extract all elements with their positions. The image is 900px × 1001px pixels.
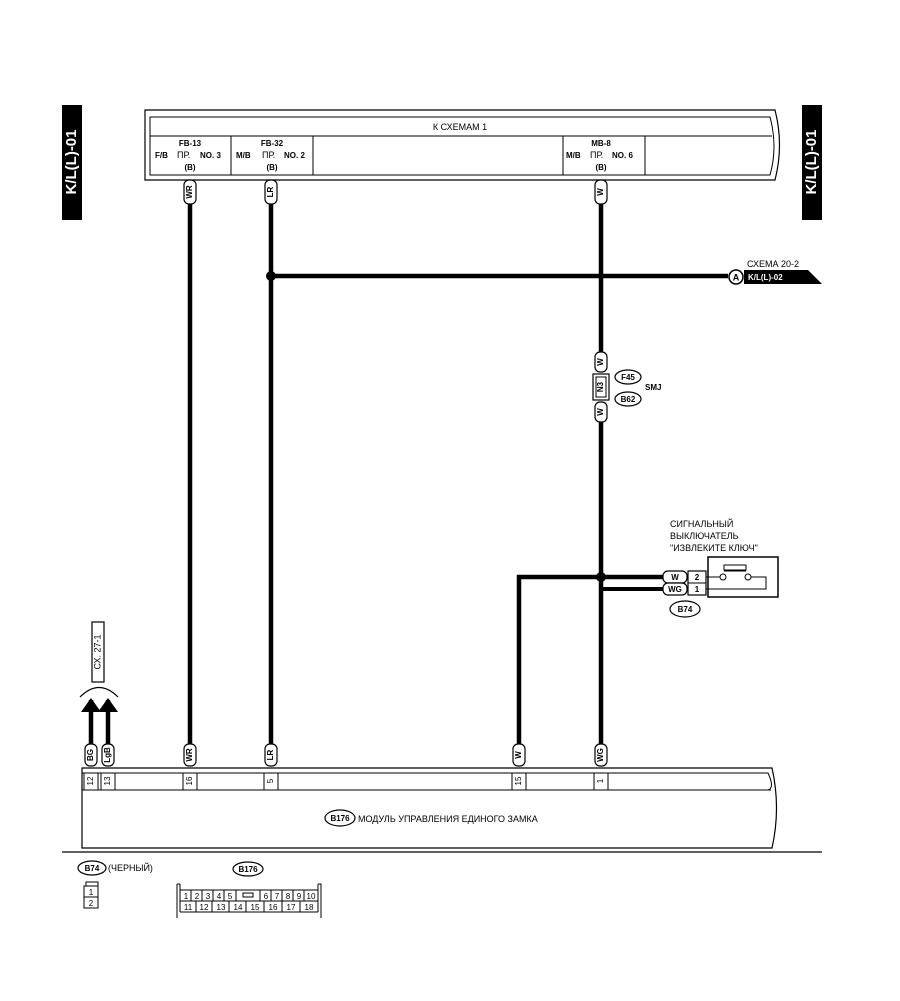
- legend-b176-cell: 4: [217, 892, 222, 901]
- smj-name: SMJ: [645, 383, 661, 392]
- wire-label-lr-top: LR: [266, 186, 275, 197]
- legend-b176-cell: 14: [234, 903, 243, 912]
- module-wire-w: W: [514, 751, 523, 759]
- connector-fb32-id: FB-32: [261, 139, 284, 148]
- module-connector-id: B176: [330, 814, 350, 823]
- switch-wire-w: W: [671, 573, 679, 582]
- lock-control-module: 12 13 16 5 15 1 B176 МОДУЛЬ УПРАВЛЕНИЯ Е…: [81, 767, 778, 849]
- legend-b74-pin-2: 2: [89, 899, 94, 908]
- switch-connector-id: B74: [678, 605, 693, 614]
- module-name: МОДУЛЬ УПРАВЛЕНИЯ ЕДИНОГО ЗАМКА: [358, 814, 538, 824]
- module-wire-lr: LR: [266, 749, 275, 760]
- connector-mb8-pr: ПР.: [590, 150, 603, 160]
- module-pin-12: 12: [86, 776, 95, 785]
- cross-reference: СХ. 27-1: [79, 621, 119, 698]
- legend-b176-cell: 12: [200, 903, 209, 912]
- smj-label-f45: F45: [621, 373, 635, 382]
- legend-b176-cell: 18: [305, 903, 314, 912]
- smj-pin: N3: [596, 381, 605, 392]
- top-block-title: К СХЕМАМ 1: [433, 122, 487, 132]
- legend-b176-cell: 17: [287, 903, 296, 912]
- smj-connector: W N3 W F45 B62 SMJ: [592, 351, 661, 423]
- wire-label-w-top: W: [596, 188, 605, 196]
- key-warning-switch: СИГНАЛЬНЫЙ ВЫКЛЮЧАТЕЛЬ "ИЗВЛЕКИТЕ КЛЮЧ" …: [662, 518, 779, 618]
- module-pin-5: 5: [266, 778, 275, 783]
- connector-fb13-pr: ПР.: [177, 150, 190, 160]
- legend-b176-cell: 7: [275, 892, 280, 901]
- wire-wg-to-module: [599, 587, 663, 748]
- arrow-up-icon: [81, 698, 101, 712]
- module-wire-bg: BG: [86, 749, 95, 761]
- legend-b176-row1: 1 2 3 4 5 6 7 8 9 10: [184, 892, 316, 901]
- connector-fb13-prefix: F/B: [155, 151, 168, 160]
- legend-b176-row2: 11 12 13 14 15 16 17 18: [184, 903, 314, 912]
- legend-b176-cell: 10: [307, 892, 316, 901]
- page-id-tag-left: K/L(L)-01: [62, 105, 82, 220]
- legend-b74-id: B74: [85, 864, 100, 873]
- switch-pin-2: 2: [695, 573, 700, 582]
- switch-title-2: ВЫКЛЮЧАТЕЛЬ: [670, 531, 739, 541]
- wires: [81, 200, 728, 748]
- smj-bottom-wire: W: [596, 408, 605, 416]
- connector-legend: B74 (ЧЕРНЫЙ) 1 2 B176 1 2 3 4 5 6 7 8 9 …: [77, 860, 322, 918]
- reference-a: A K/L(L)-02 СХЕМА 20-2: [728, 259, 822, 285]
- switch-wire-wg: WG: [668, 585, 682, 594]
- module-wire-wg: WG: [596, 748, 605, 762]
- splice-dot-w: [596, 572, 606, 582]
- connector-mb8-sub: (B): [595, 163, 606, 172]
- connector-fb13-id: FB-13: [179, 139, 202, 148]
- reference-a-scheme: СХЕМА 20-2: [747, 259, 799, 269]
- reference-a-code: K/L(L)-02: [748, 273, 783, 282]
- module-pin-16: 16: [185, 776, 194, 785]
- module-pin-13: 13: [103, 776, 112, 785]
- module-wire-wr: WR: [185, 748, 194, 762]
- connector-fb13-no: NO. 3: [200, 151, 221, 160]
- connector-fb32-no: NO. 2: [284, 151, 305, 160]
- smj-label-b62: B62: [621, 395, 636, 404]
- legend-b176-cell: 8: [286, 892, 291, 901]
- legend-b176-cell: 6: [264, 892, 269, 901]
- legend-b176-cell: 5: [228, 892, 233, 901]
- legend-b176-cell: 11: [184, 903, 193, 912]
- legend-b74-pin-1: 1: [89, 888, 94, 897]
- smj-top-wire: W: [596, 358, 605, 366]
- page-id-left: K/L(L)-01: [63, 130, 80, 195]
- cross-reference-label: СХ. 27-1: [92, 634, 102, 669]
- legend-b176-cell: 1: [184, 892, 189, 901]
- connector-mb8-prefix: M/B: [566, 151, 581, 160]
- module-wire-lgb: LgB: [103, 747, 112, 763]
- connector-mb8-no: NO. 6: [612, 151, 633, 160]
- legend-b176-cell: 9: [297, 892, 302, 901]
- legend-b176-row1-dividers: [190, 890, 305, 901]
- connector-fb32-sub: (B): [266, 163, 277, 172]
- arrow-up-icon: [98, 698, 118, 712]
- legend-b176-id: B176: [238, 865, 258, 874]
- switch-title-1: СИГНАЛЬНЫЙ: [670, 518, 733, 529]
- connector-fb32-prefix: M/B: [236, 151, 251, 160]
- legend-b176-cell: 3: [206, 892, 211, 901]
- module-pin-1: 1: [596, 778, 605, 783]
- legend-b176-row2-dividers: [195, 901, 301, 912]
- page-id-tag-right: K/L(L)-01: [802, 105, 822, 220]
- legend-b74-color: (ЧЕРНЫЙ): [108, 862, 153, 873]
- connector-mb8-id: MB-8: [591, 139, 611, 148]
- legend-b176-cell: 2: [195, 892, 200, 901]
- wire-w-to-module: [516, 574, 663, 748]
- switch-title-3: "ИЗВЛЕКИТЕ КЛЮЧ": [670, 543, 758, 553]
- module-wire-labels: BG LgB WR LR W WG: [84, 743, 608, 767]
- reference-a-letter: A: [733, 272, 740, 282]
- module-pin-15: 15: [514, 776, 523, 785]
- switch-pin-1: 1: [695, 585, 700, 594]
- top-wire-labels: WR LR W: [183, 179, 608, 205]
- page-id-right: K/L(L)-01: [803, 130, 820, 195]
- top-connector-block: К СХЕМАМ 1 FB-13 F/B ПР. NO. 3 (B) FB-32…: [144, 109, 781, 181]
- splice-dot-lr: [266, 271, 276, 281]
- legend-b176-cell: 15: [251, 903, 260, 912]
- legend-b176-cell: 16: [269, 903, 278, 912]
- connector-fb32-pr: ПР.: [262, 150, 275, 160]
- legend-b176-cell: 13: [217, 903, 226, 912]
- connector-fb13-sub: (B): [184, 163, 195, 172]
- wire-label-wr-top: WR: [185, 185, 194, 199]
